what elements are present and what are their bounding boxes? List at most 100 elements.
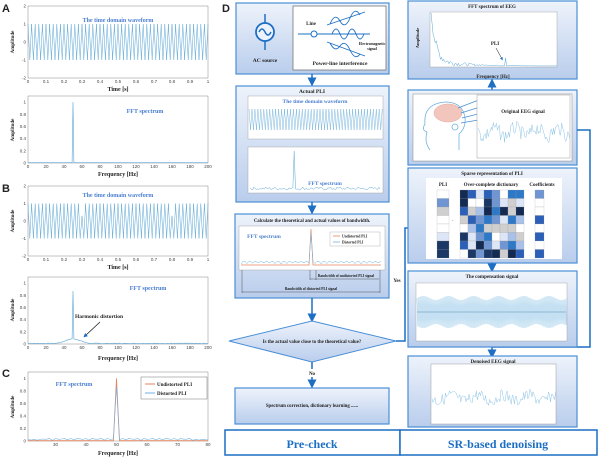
y-tick-label: -1 — [22, 236, 26, 241]
panel-label-a: A — [2, 3, 10, 15]
legend-distorted: Distorted PLI — [157, 392, 187, 397]
dictionary-cell — [507, 223, 517, 233]
sparse-coef-label: Coefficients — [529, 183, 554, 188]
pli-vector-cell — [436, 232, 450, 242]
x-tick-label: 20 — [43, 164, 49, 169]
dictionary-cell — [475, 249, 485, 259]
dictionary-cell — [483, 232, 493, 242]
x-tick-label: 80 — [97, 345, 103, 350]
compensation-trace — [416, 295, 568, 329]
x-axis-label: Time [s] — [107, 87, 128, 93]
actual-time-trace — [248, 108, 383, 131]
y-axis-label: Amplitude — [11, 298, 16, 322]
x-tick-label: 60 — [79, 164, 85, 169]
dictionary-cell — [499, 189, 509, 199]
plot-title: FFT spectrum — [127, 109, 164, 115]
dictionary-cell — [515, 232, 525, 242]
y-tick-label: 0.4 — [20, 317, 27, 322]
x-tick-label: 0.8 — [169, 257, 176, 262]
sr-denoising-label: SR-based denoising — [448, 437, 548, 451]
dictionary-cell — [515, 240, 525, 250]
x-tick-label: 0 — [27, 345, 30, 350]
y-tick-label: 0.2 — [20, 329, 27, 334]
dictionary-cell — [459, 249, 469, 259]
x-tick-label: 200 — [204, 164, 212, 169]
denoised-title: Denoised EEG signal — [470, 360, 516, 365]
actual-fft-title: FFT spectrum — [308, 181, 342, 187]
em-signal-label-1: Electromagnetic — [359, 42, 386, 46]
dictionary-cell — [475, 240, 485, 250]
coefficient-cell — [534, 206, 545, 216]
dictionary-cell — [467, 232, 477, 242]
dictionary-cell — [499, 223, 509, 233]
dictionary-cell — [507, 206, 517, 216]
original-eeg-title: Original EEG signal — [501, 110, 545, 115]
spectrum-trace — [28, 290, 208, 345]
denoised-plot — [430, 363, 557, 425]
plot-a-bottom-text: FFT spectrum Frequency [Hz] Amplitude — [11, 109, 163, 178]
box-sparse-representation: Sparse representation of PLI PLI Over-co… — [407, 167, 578, 264]
y-tick-label: 0.8 — [20, 112, 27, 117]
pli-illustration — [292, 5, 387, 71]
dictionary-cell — [483, 215, 493, 225]
x-tick-label: 80 — [97, 164, 103, 169]
plot-title: FFT spectrum — [56, 382, 93, 388]
x-tick-label: 0.4 — [97, 79, 104, 84]
box-eeg-fft: FFT spectrum of EEG Amplitude Frequency … — [407, 0, 578, 80]
precheck-label: Pre-check — [286, 437, 337, 451]
no-label: No — [309, 372, 316, 377]
y-tick-label: 0.2 — [20, 426, 27, 431]
plot-frame — [27, 276, 209, 345]
dictionary-cell — [459, 223, 469, 233]
pli-vector-cell — [436, 215, 450, 225]
y-tick-label: 1 — [23, 22, 26, 27]
plot-a-top-text: The time domain waveform Time [s] Amplit… — [11, 18, 153, 93]
actual-time-title: The time domain waveform — [283, 99, 348, 105]
coefficient-cell — [534, 198, 545, 208]
dictionary-cell — [459, 232, 469, 242]
y-tick-label: 1 — [23, 376, 26, 381]
dictionary-cell — [515, 198, 525, 208]
plot-frame — [27, 95, 209, 164]
dictionary-cell — [491, 198, 501, 208]
x-tick-label: 100 — [114, 164, 122, 169]
dictionary-cell — [491, 215, 501, 225]
denoised-trace — [431, 388, 556, 407]
y-tick-label: 1 — [23, 281, 26, 286]
original-eeg-trace — [477, 120, 571, 143]
plot-c-text: FFT spectrum Undistorted PLI Distorted P… — [11, 376, 208, 457]
sr-denoising-banner — [399, 429, 598, 456]
box-denoised-eeg: Denoised EEG signal — [407, 355, 578, 428]
box-actual-pli: Actual PLI The time domain waveform FFT … — [235, 85, 390, 203]
pli-vector-cell — [436, 249, 450, 259]
dictionary-cell — [459, 198, 469, 208]
flow-arrow-eeg-to-denoised — [487, 129, 591, 359]
coefficient-cell — [534, 223, 545, 233]
x-tick-label: 140 — [150, 345, 158, 350]
y-tick-label: 0.6 — [20, 401, 27, 406]
dictionary-cell — [499, 232, 509, 242]
plot-frame — [27, 185, 209, 257]
dictionary-cell — [483, 189, 493, 199]
y-tick-label: 0 — [23, 219, 26, 224]
eeg-fft-title: FFT spectrum of EEG — [468, 5, 516, 10]
dictionary-cell — [515, 215, 525, 225]
dictionary-cell — [507, 232, 517, 242]
x-tick-label: 180 — [186, 164, 194, 169]
electromagnetic-wave-icon — [326, 10, 370, 58]
coefficient-cell — [534, 249, 545, 259]
actual-pli-title: Actual PLI — [299, 89, 325, 95]
dictionary-cell — [507, 189, 517, 199]
panel-label-b: B — [2, 183, 10, 195]
x-tick-label: 50 — [114, 442, 120, 447]
x-tick-label: 0.1 — [43, 257, 50, 262]
signal-traces — [240, 12, 571, 407]
panel-label-d: D — [222, 3, 230, 15]
correction-text: Spectrum correction, dictionary learning… — [266, 404, 358, 409]
pli-caption: Power-line interference — [313, 61, 368, 67]
